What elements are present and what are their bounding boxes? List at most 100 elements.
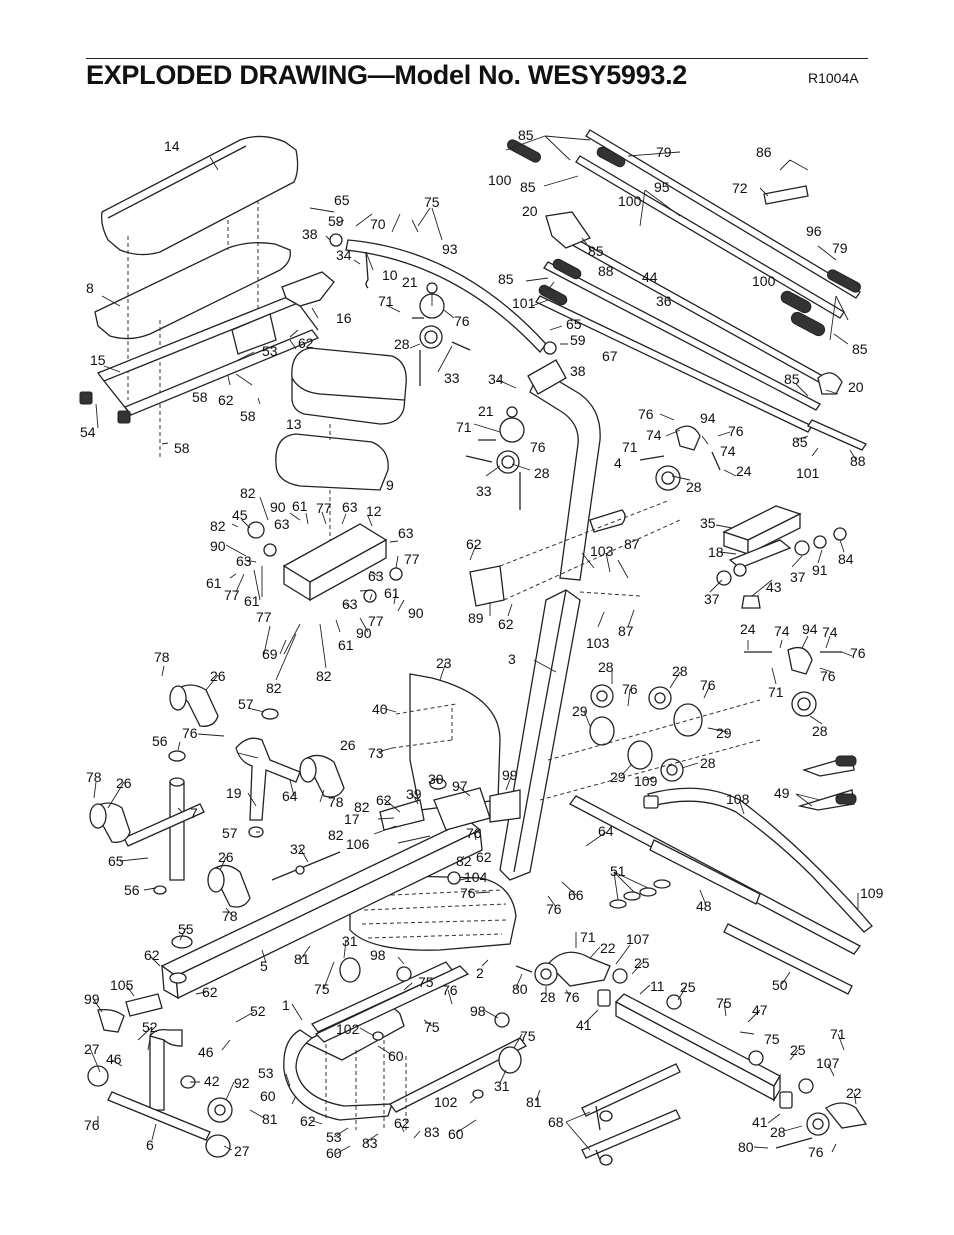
- callout-11: 11: [650, 978, 665, 994]
- callout-107: 107: [626, 931, 650, 947]
- callout-102: 102: [434, 1094, 458, 1110]
- callout-4: 4: [614, 455, 622, 471]
- callout-76: 76: [622, 681, 638, 697]
- seat-frame: [79, 294, 320, 424]
- callout-38: 38: [302, 226, 318, 242]
- callout-85: 85: [520, 179, 536, 195]
- callout-78: 78: [222, 908, 238, 924]
- callout-22: 22: [600, 940, 616, 956]
- strap-50: [723, 923, 853, 995]
- callout-69: 69: [262, 646, 278, 662]
- pulley-bracket-94-lower: [744, 646, 842, 717]
- callout-88: 88: [598, 263, 614, 279]
- callout-76: 76: [546, 901, 562, 917]
- callout-47: 47: [752, 1002, 768, 1018]
- callout-26: 26: [210, 668, 226, 684]
- callout-53: 53: [262, 343, 278, 359]
- callout-77: 77: [224, 587, 240, 603]
- callout-83: 83: [362, 1135, 378, 1151]
- callout-28: 28: [394, 336, 410, 352]
- callout-44: 44: [642, 269, 658, 285]
- callout-62: 62: [144, 947, 160, 963]
- frame-rail-5: [160, 819, 483, 1000]
- callout-38: 38: [570, 363, 586, 379]
- callout-61: 61: [384, 585, 400, 601]
- callout-108: 108: [726, 791, 750, 807]
- callout-18: 18: [708, 544, 724, 560]
- callout-65: 65: [334, 192, 350, 208]
- callout-10: 10: [382, 267, 398, 283]
- callout-labels: 14 8 15 54 58 62 58 53 58 62 16 13 9 65 …: [80, 127, 884, 1161]
- callout-50: 50: [772, 977, 788, 993]
- callout-62: 62: [218, 392, 234, 408]
- callout-77: 77: [404, 551, 420, 567]
- callout-13: 13: [286, 416, 302, 432]
- callout-100: 100: [752, 273, 776, 289]
- callout-101: 101: [796, 465, 820, 481]
- callout-74: 74: [720, 443, 736, 459]
- callout-25: 25: [790, 1042, 806, 1058]
- callout-100: 100: [618, 193, 642, 209]
- callout-82: 82: [240, 485, 256, 501]
- callout-20: 20: [522, 203, 538, 219]
- callout-60: 60: [448, 1126, 464, 1142]
- callout-78: 78: [154, 649, 170, 665]
- callout-64: 64: [282, 788, 298, 804]
- callout-25: 25: [680, 979, 696, 995]
- callout-5: 5: [260, 958, 268, 974]
- callout-12: 12: [366, 503, 382, 519]
- callout-25: 25: [634, 955, 650, 971]
- seat-rail-parts: [379, 778, 521, 885]
- callout-63: 63: [236, 553, 252, 569]
- callout-85: 85: [588, 243, 604, 259]
- callout-63: 63: [342, 596, 358, 612]
- callout-82: 82: [456, 853, 472, 869]
- callout-34: 34: [488, 371, 504, 387]
- callout-31: 31: [342, 933, 358, 949]
- callout-76: 76: [850, 645, 866, 661]
- callout-53: 53: [326, 1129, 342, 1145]
- pulley-22-front: [515, 951, 611, 987]
- callout-71: 71: [456, 419, 472, 435]
- callout-49: 49: [774, 785, 790, 801]
- callout-85: 85: [852, 341, 868, 357]
- callout-98: 98: [470, 1003, 486, 1019]
- callout-61: 61: [244, 593, 260, 609]
- callout-34: 34: [336, 247, 352, 263]
- callout-62: 62: [466, 536, 482, 552]
- callout-28: 28: [534, 465, 550, 481]
- callout-64: 64: [598, 823, 614, 839]
- callout-65: 65: [566, 316, 582, 332]
- callout-14: 14: [164, 138, 180, 154]
- callout-59: 59: [328, 213, 344, 229]
- callout-53: 53: [258, 1065, 274, 1081]
- callout-75: 75: [424, 194, 440, 210]
- callout-71: 71: [580, 929, 596, 945]
- callout-56: 56: [152, 733, 168, 749]
- callout-82: 82: [210, 518, 226, 534]
- callout-71: 71: [768, 684, 784, 700]
- strap-48: [569, 795, 861, 955]
- callout-28: 28: [598, 659, 614, 675]
- pulley-22-rear: [775, 1102, 868, 1149]
- front-stabilizer-6: [87, 993, 233, 1158]
- callout-103: 103: [586, 635, 610, 651]
- callout-68: 68: [548, 1114, 564, 1130]
- callout-63: 63: [274, 516, 290, 532]
- callout-35: 35: [700, 515, 716, 531]
- callout-90: 90: [408, 605, 424, 621]
- callout-29: 29: [610, 769, 626, 785]
- callout-32: 32: [290, 841, 306, 857]
- callout-24: 24: [740, 621, 756, 637]
- callout-76: 76: [808, 1144, 824, 1160]
- header-rule: [86, 58, 868, 59]
- callout-80: 80: [738, 1139, 754, 1155]
- callout-60: 60: [260, 1088, 276, 1104]
- callout-39: 39: [406, 786, 422, 802]
- callout-27: 27: [234, 1143, 250, 1159]
- callout-28: 28: [812, 723, 828, 739]
- callout-29: 29: [716, 725, 732, 741]
- callout-85: 85: [498, 271, 514, 287]
- leg-extension-7: [123, 750, 205, 895]
